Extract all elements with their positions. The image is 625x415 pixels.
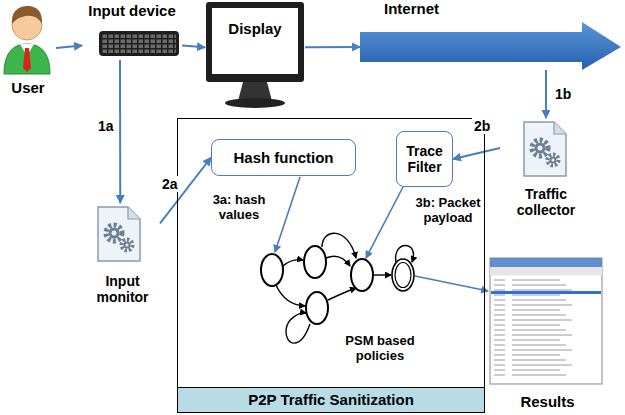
step-label: 2b	[472, 118, 492, 134]
connector-arrow	[182, 46, 205, 48]
annotation-label: PSM based policies	[332, 334, 428, 364]
process-box: Trace Filter	[396, 131, 453, 187]
node-label: Input device	[88, 2, 176, 19]
annotation-label: 3a: hash values	[200, 193, 278, 223]
step-label: 1b	[553, 86, 573, 102]
connector-arrow	[453, 148, 500, 159]
input-device: Input device	[82, 2, 182, 60]
process-box: Hash function	[211, 139, 356, 176]
sanitization-panel: P2P Traffic Sanitization Hash function Tra…	[177, 118, 485, 413]
user: User	[0, 0, 56, 96]
node-label: Display	[228, 20, 281, 37]
traffic-collector: Traffic collector	[500, 118, 592, 218]
node-label: User	[11, 79, 44, 96]
connector-arrow	[119, 60, 121, 203]
connector-arrow	[545, 70, 547, 118]
step-label: 1a	[96, 118, 116, 134]
step-label: 2a	[160, 176, 180, 192]
node-label: Internet	[384, 0, 439, 17]
results: Results	[485, 255, 610, 410]
node-label: Results	[520, 393, 574, 410]
user-icon	[4, 6, 50, 74]
results-screenshot	[490, 258, 602, 384]
input-monitor-icon	[98, 207, 140, 261]
internet: Internet	[360, 0, 622, 70]
connector-arrow	[160, 158, 211, 224]
display: Display	[205, 0, 305, 110]
node-label: Traffic collector	[500, 186, 592, 218]
traffic-collector-icon	[524, 122, 566, 176]
connector-arrow	[305, 46, 360, 48]
node-label: Trace Filter	[403, 143, 446, 175]
internet-arrow	[360, 22, 621, 70]
annotation-label: 3b: Packet payload	[411, 196, 485, 226]
node-label: Hash function	[234, 149, 334, 166]
input-monitor: Input monitor	[85, 203, 160, 305]
node-label: P2P Traffic Sanitization	[178, 387, 484, 412]
connector-arrow	[56, 46, 82, 49]
monitor-icon	[206, 2, 304, 108]
node-label: Input monitor	[85, 273, 160, 305]
keyboard-icon	[99, 31, 179, 56]
state-machine	[261, 177, 488, 343]
